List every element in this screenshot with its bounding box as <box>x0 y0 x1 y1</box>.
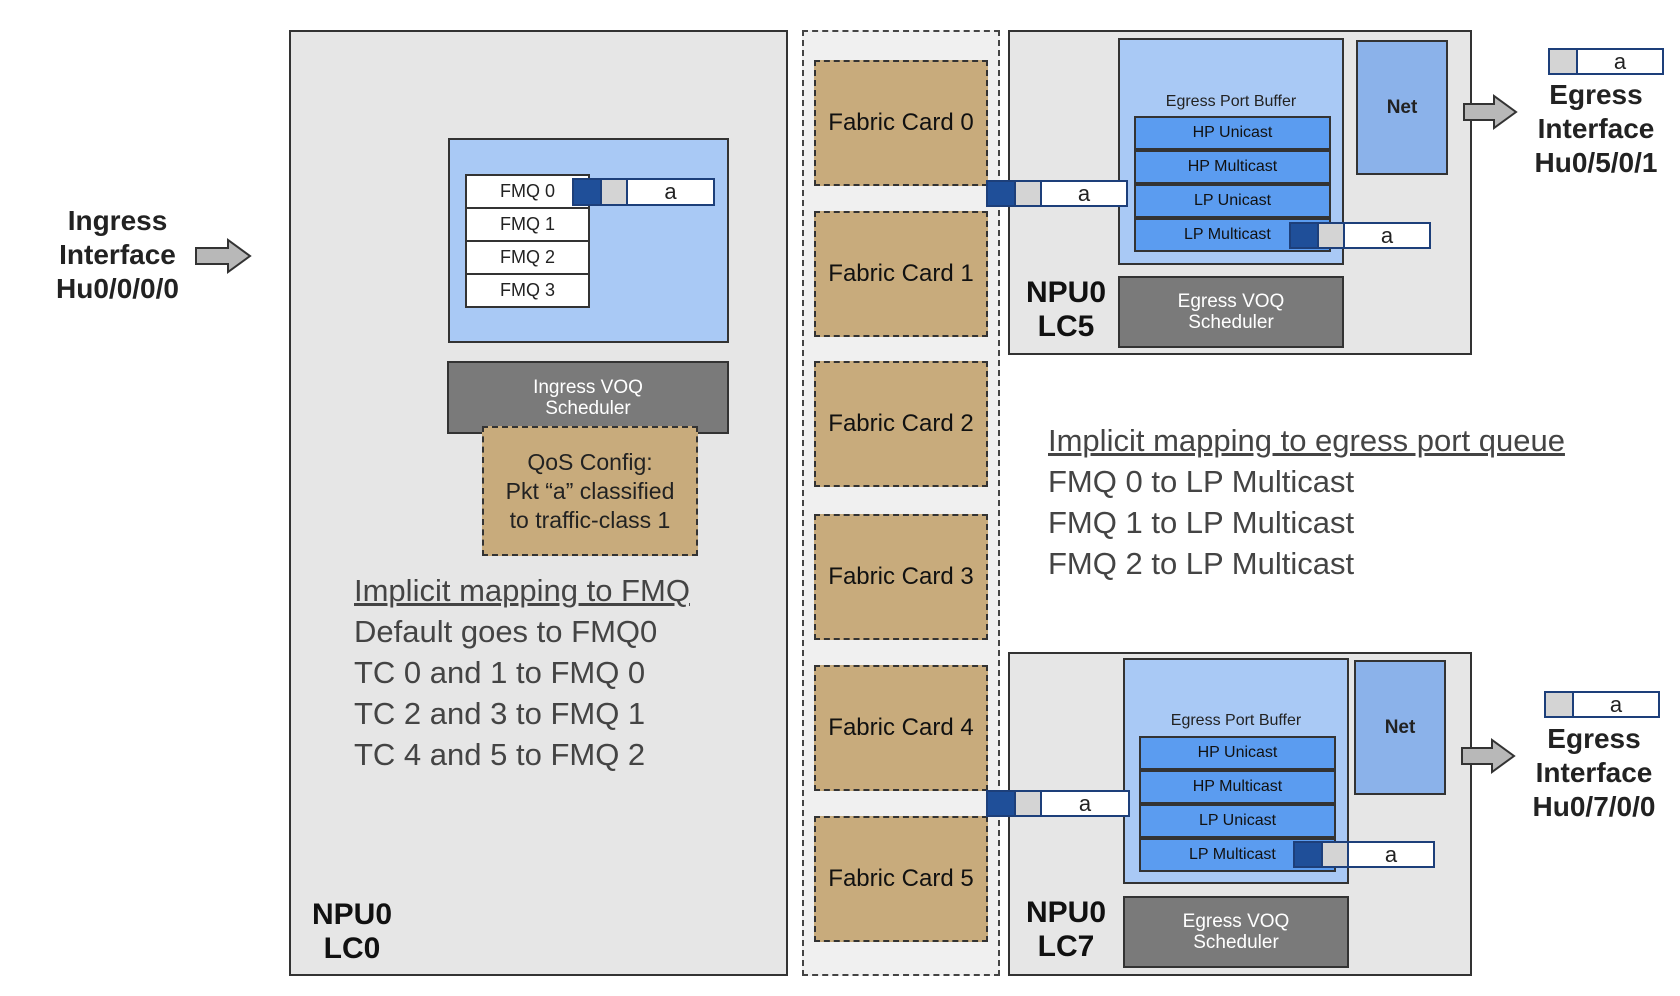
packet-segment-header <box>1291 224 1317 247</box>
fmq-1: FMQ 1 <box>465 207 590 242</box>
packet-segment-header <box>988 182 1014 205</box>
fabric-card-2: Fabric Card 2 <box>814 361 988 487</box>
packet-label: a <box>1609 691 1623 717</box>
lc5-egress-voq-scheduler: Egress VOQ Scheduler <box>1118 276 1344 348</box>
qos-line2: Pkt “a” classified <box>505 477 675 504</box>
lc5-egress-line1: Egress <box>1549 79 1643 110</box>
fabric-card-4: Fabric Card 4 <box>814 665 988 791</box>
lc0-npu-label: NPU0 <box>311 898 393 931</box>
lc5-scheduler-line2: Scheduler <box>1188 312 1274 333</box>
fmq-mapping-title: Implicit mapping to FMQ <box>354 573 690 608</box>
packet-label: a <box>1380 222 1394 248</box>
fmq-2: FMQ 2 <box>465 240 590 275</box>
lc7-lc-label: LC7 <box>1037 930 1095 963</box>
packet-segment-body <box>600 180 628 204</box>
egress-mapping-line: FMQ 0 to LP Multicast <box>1048 464 1355 499</box>
ingress-arrow-icon <box>195 238 252 274</box>
lc7-egress-line1: Egress <box>1547 723 1641 754</box>
lc7-net-block: Net <box>1354 660 1446 795</box>
lc0-lc-label: LC0 <box>323 932 381 965</box>
lc5-npu-label: NPU0 <box>1025 276 1107 309</box>
ingress-scheduler-line2: Scheduler <box>545 397 631 419</box>
ingress-label-line2: Interface <box>59 239 176 270</box>
packet-a-lc7-egress: a <box>1544 691 1660 718</box>
packet-label: a <box>1384 841 1398 867</box>
lc5-lc-label: LC5 <box>1037 310 1095 343</box>
lc7-buffer-title: Egress Port Buffer <box>1170 712 1302 729</box>
fmq-mapping-text: Implicit mapping to FMQ Default goes to … <box>354 570 774 775</box>
packet-label: a <box>1077 180 1091 206</box>
lc7-egress-line2: Interface <box>1535 757 1653 788</box>
lc5-queue-lp-unicast: LP Unicast <box>1134 184 1331 218</box>
lc5-queue-hp-multicast: HP Multicast <box>1134 150 1331 184</box>
egress-mapping-title: Implicit mapping to egress port queue <box>1048 423 1565 458</box>
ingress-label-line3: Hu0/0/0/0 <box>56 273 179 304</box>
packet-segment-header <box>1295 843 1321 866</box>
fmq-3: FMQ 3 <box>465 273 590 308</box>
packet-a-lc5-lp-multicast: a <box>1289 222 1431 249</box>
lc0-label: NPU0 LC0 <box>297 898 407 966</box>
qos-config-box: QoS Config: Pkt “a” classified to traffi… <box>482 426 698 556</box>
fabric-card-1: Fabric Card 1 <box>814 211 988 337</box>
fmq-mapping-line: TC 4 and 5 to FMQ 2 <box>354 737 646 772</box>
fmq-mapping-line: TC 0 and 1 to FMQ 0 <box>354 655 646 690</box>
fabric-card-3: Fabric Card 3 <box>814 514 988 640</box>
packet-segment-body <box>1014 182 1042 205</box>
ingress-voq-scheduler: Ingress VOQ Scheduler <box>447 361 729 434</box>
packet-a-fabric-to-lc7: a <box>986 790 1130 817</box>
packet-segment-body <box>1321 843 1349 866</box>
ingress-interface-label: Ingress Interface Hu0/0/0/0 <box>40 204 195 306</box>
lc7-queue-hp-multicast: HP Multicast <box>1139 770 1336 804</box>
packet-segment-header <box>574 180 600 204</box>
lc7-egress-voq-scheduler: Egress VOQ Scheduler <box>1123 896 1349 968</box>
lc7-egress-arrow-icon <box>1461 738 1516 774</box>
fabric-card-5: Fabric Card 5 <box>814 816 988 942</box>
lc5-egress-arrow-icon <box>1463 94 1518 130</box>
lc7-egress-line3: Hu0/7/0/0 <box>1532 791 1656 822</box>
packet-label: a <box>1613 48 1627 74</box>
fmq-mapping-line: TC 2 and 3 to FMQ 1 <box>354 696 646 731</box>
packet-label: a <box>664 179 677 204</box>
lc5-net-block: Net <box>1356 40 1448 175</box>
packet-a-lc7-lp-multicast: a <box>1293 841 1435 868</box>
lc7-scheduler-line1: Egress VOQ <box>1182 911 1290 932</box>
lc7-queue-lp-unicast: LP Unicast <box>1139 804 1336 838</box>
packet-segment-body <box>1317 224 1345 247</box>
lc7-queue-hp-unicast: HP Unicast <box>1139 736 1336 770</box>
lc5-egress-line3: Hu0/5/0/1 <box>1534 147 1658 178</box>
lc5-scheduler-line1: Egress VOQ <box>1177 291 1285 312</box>
qos-line3: to traffic-class 1 <box>509 506 671 533</box>
fmq-mapping-line: Default goes to FMQ0 <box>354 614 658 649</box>
packet-segment-body <box>1546 693 1574 716</box>
packet-a-fmq0: a <box>572 178 715 206</box>
lc7-npu-label: NPU0 <box>1025 896 1107 929</box>
qos-line1: QoS Config: <box>527 448 653 475</box>
egress-mapping-line: FMQ 2 to LP Multicast <box>1048 546 1355 581</box>
ingress-scheduler-line1: Ingress VOQ <box>533 376 643 398</box>
lc5-egress-line2: Interface <box>1537 113 1655 144</box>
egress-mapping-line: FMQ 1 to LP Multicast <box>1048 505 1355 540</box>
packet-segment-body <box>1014 792 1042 815</box>
ingress-label-line1: Ingress <box>67 205 168 236</box>
packet-a-fabric-to-lc5: a <box>986 180 1128 207</box>
fabric-card-0: Fabric Card 0 <box>814 60 988 186</box>
packet-a-lc5-egress: a <box>1548 48 1664 75</box>
lc7-egress-interface-label: Egress Interface Hu0/7/0/0 <box>1512 722 1676 824</box>
lc5-queue-hp-unicast: HP Unicast <box>1134 116 1331 150</box>
packet-segment-body <box>1550 50 1578 73</box>
egress-mapping-text: Implicit mapping to egress port queue FM… <box>1048 420 1648 584</box>
lc5-egress-interface-label: Egress Interface Hu0/5/0/1 <box>1516 78 1676 180</box>
packet-segment-header <box>988 792 1014 815</box>
packet-label: a <box>1078 790 1092 816</box>
lc7-scheduler-line2: Scheduler <box>1193 932 1279 953</box>
lc5-label: NPU0 LC5 <box>1016 276 1116 344</box>
lc5-buffer-title: Egress Port Buffer <box>1165 93 1297 110</box>
lc7-label: NPU0 LC7 <box>1016 896 1116 964</box>
